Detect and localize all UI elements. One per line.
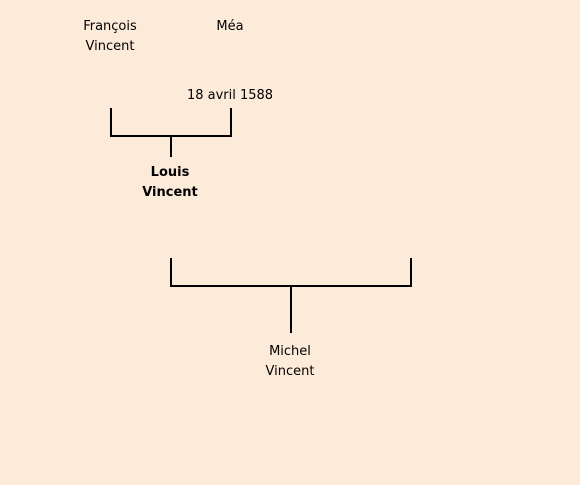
connector-right-drop: [410, 258, 412, 287]
person-first-name: Méa: [216, 19, 244, 34]
person-francois-vincent[interactable]: François Vincent: [70, 17, 150, 57]
marriage-date: 18 avril 1588: [186, 88, 274, 103]
person-michel-vincent[interactable]: Michel Vincent: [250, 342, 330, 382]
person-last-name: Vincent: [142, 185, 198, 200]
connector-grandchild-stem: [290, 285, 292, 333]
person-last-name: Vincent: [265, 364, 315, 379]
person-louis-vincent[interactable]: Louis Vincent: [130, 163, 210, 203]
person-first-name: François: [83, 19, 137, 34]
connector-father-drop: [110, 108, 112, 137]
person-first-name: Louis: [150, 165, 190, 180]
connector-left-drop: [170, 258, 172, 287]
connector-child-stem: [170, 135, 172, 157]
person-last-name: Vincent: [85, 39, 135, 54]
person-mea[interactable]: Méa: [190, 17, 270, 37]
connector-mother-drop: [230, 108, 232, 137]
person-first-name: Michel: [269, 344, 311, 359]
